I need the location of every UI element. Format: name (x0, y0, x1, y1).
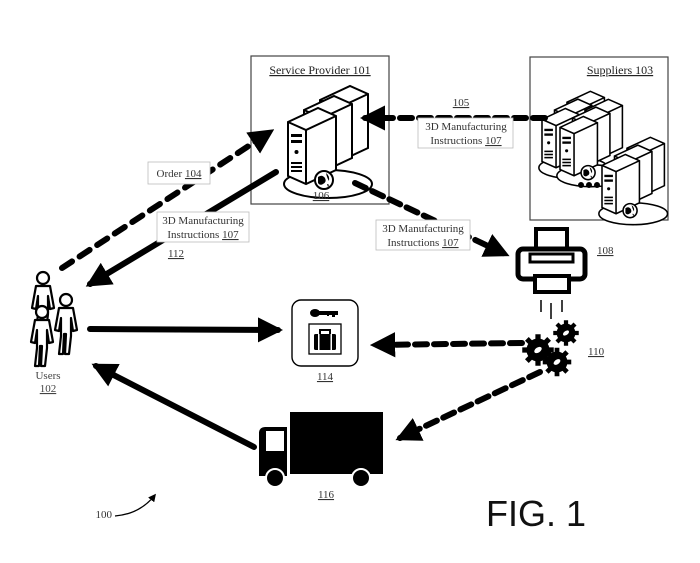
briefcase-icon (314, 329, 336, 350)
svg-text:Instructions 107: Instructions 107 (430, 135, 502, 147)
users-icon (29, 270, 79, 368)
product-ref-114: 114 (317, 371, 334, 383)
service-provider-box: Service Provider 101 106 (250, 55, 390, 205)
arrow-gears-to-product (369, 332, 525, 358)
svg-text:Instructions 107: Instructions 107 (167, 229, 239, 241)
instructions-label-suppliers: 3D Manufacturing Instructions 107 (417, 117, 514, 149)
svg-text:Order 104: Order 104 (157, 168, 202, 180)
arrow-users-to-product (87, 317, 284, 343)
truck-ref-116: 116 (318, 489, 335, 501)
arrow-order-users-to-provider (59, 129, 275, 271)
system-ref-arrow (114, 493, 156, 517)
system-ref-100: 100 (96, 509, 113, 521)
suppliers-box: Suppliers 103 (529, 56, 669, 225)
users-label: Users (35, 370, 60, 382)
arrow-provider-to-printer (352, 180, 510, 257)
svg-text:3D Manufacturing: 3D Manufacturing (425, 121, 507, 133)
figure-title: FIG. 1 (486, 493, 586, 534)
service-provider-label: Service Provider 101 (269, 63, 370, 77)
gears-ref-110: 110 (588, 346, 605, 358)
truck-icon (259, 412, 383, 488)
arrow-gears-to-truck (395, 369, 543, 441)
ellipsis-icon (578, 182, 600, 188)
arrow-ref-112: 112 (168, 248, 184, 260)
printer-ref-108: 108 (597, 245, 614, 257)
svg-text:Instructions 107: Instructions 107 (387, 237, 459, 249)
gears-icon (522, 320, 579, 377)
server-ref-106: 106 (313, 190, 330, 202)
order-label: Order 104 (147, 161, 211, 185)
product-icon (291, 299, 359, 367)
instructions-label-printer: 3D Manufacturing Instructions 107 (375, 219, 471, 251)
key-icon (310, 309, 338, 317)
arrow-truck-to-users (91, 363, 257, 450)
svg-text:3D Manufacturing: 3D Manufacturing (382, 223, 464, 235)
instructions-label-users: 3D Manufacturing Instructions 107 (156, 211, 250, 243)
svg-text:3D Manufacturing: 3D Manufacturing (162, 215, 244, 227)
users-ref-102: 102 (40, 383, 57, 395)
suppliers-label: Suppliers 103 (587, 63, 653, 77)
printer-icon (515, 227, 588, 319)
arrow-ref-105: 105 (453, 97, 470, 109)
